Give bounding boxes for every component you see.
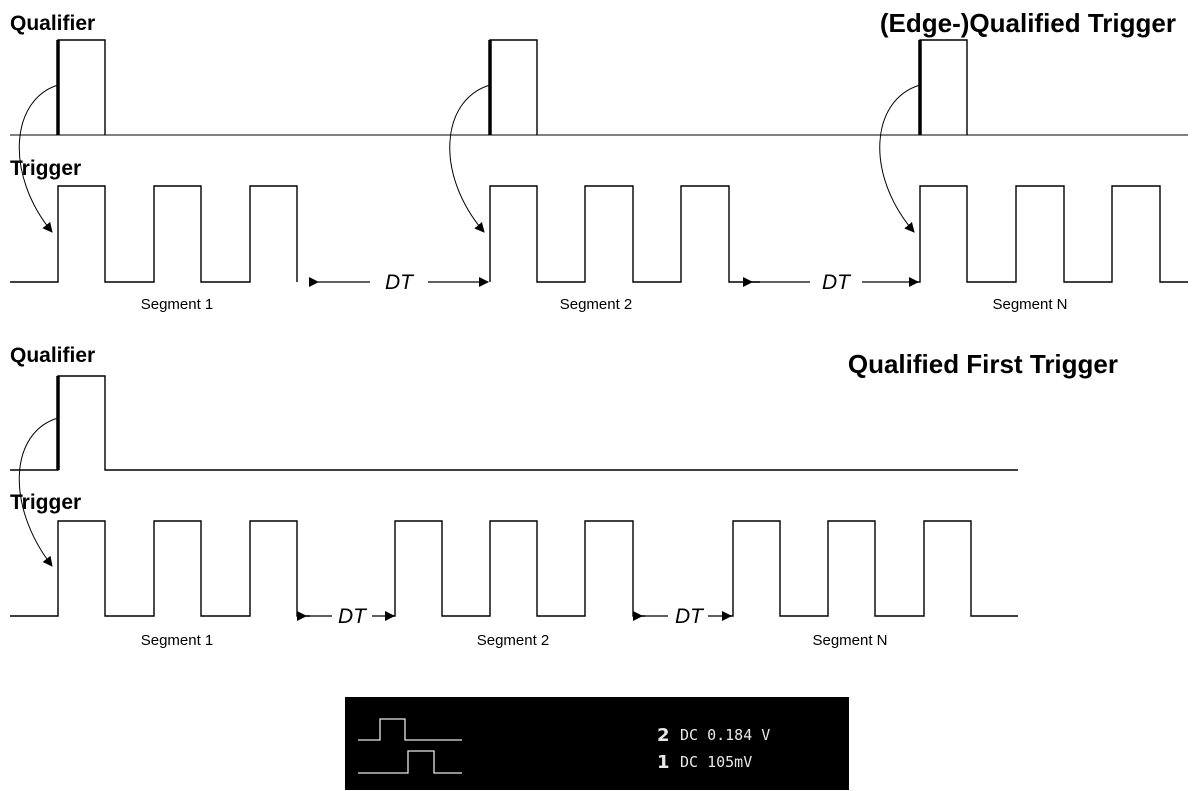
trigger-label: Trigger — [10, 157, 81, 180]
qualifier-waveform — [10, 375, 1018, 471]
panel-qualified-first: Qualified First Trigger Qualifier Trigge… — [10, 344, 1118, 649]
qualifier-to-trigger-arrow-1 — [18, 84, 59, 233]
qualifier-label: Qualifier — [10, 344, 95, 367]
segment-label-1: Segment 1 — [141, 296, 214, 313]
channel-reading: DC 105mV — [680, 753, 752, 771]
panel-title: Qualified First Trigger — [848, 349, 1118, 379]
panel-edge-qualified: (Edge-)Qualified Trigger Qualifier Trigg… — [10, 8, 1188, 313]
qualifier-waveform — [57, 39, 968, 135]
scope-trigger-trace-icon — [358, 750, 462, 774]
trigger-waveform — [10, 185, 1188, 283]
scope-screen — [345, 697, 849, 790]
qualifier-label: Qualifier — [10, 12, 95, 35]
dt-label-2: DT — [822, 271, 852, 294]
segment-label-n: Segment N — [992, 296, 1067, 313]
qualifier-to-trigger-arrow-3 — [879, 84, 921, 233]
scope-display: 2 DC 0.184 V 1 DC 105mV — [345, 697, 849, 790]
qualifier-to-trigger-arrow-2 — [449, 84, 491, 233]
segment-label-2: Segment 2 — [477, 632, 550, 649]
dt-label-1: DT — [385, 271, 415, 294]
qualifier-to-trigger-arrow — [18, 417, 59, 567]
segment-label-1: Segment 1 — [141, 632, 214, 649]
channel-reading: DC 0.184 V — [680, 726, 770, 744]
trigger-label: Trigger — [10, 491, 81, 514]
dt-label-2: DT — [675, 605, 705, 628]
channel-number: 2 — [657, 725, 670, 746]
segment-label-n: Segment N — [812, 632, 887, 649]
channel-number: 1 — [657, 752, 670, 773]
scope-qualifier-trace-icon — [358, 718, 462, 741]
trigger-waveform — [10, 520, 1018, 617]
dt-label-1: DT — [338, 605, 368, 628]
panel-title: (Edge-)Qualified Trigger — [880, 8, 1176, 38]
segment-label-2: Segment 2 — [560, 296, 633, 313]
